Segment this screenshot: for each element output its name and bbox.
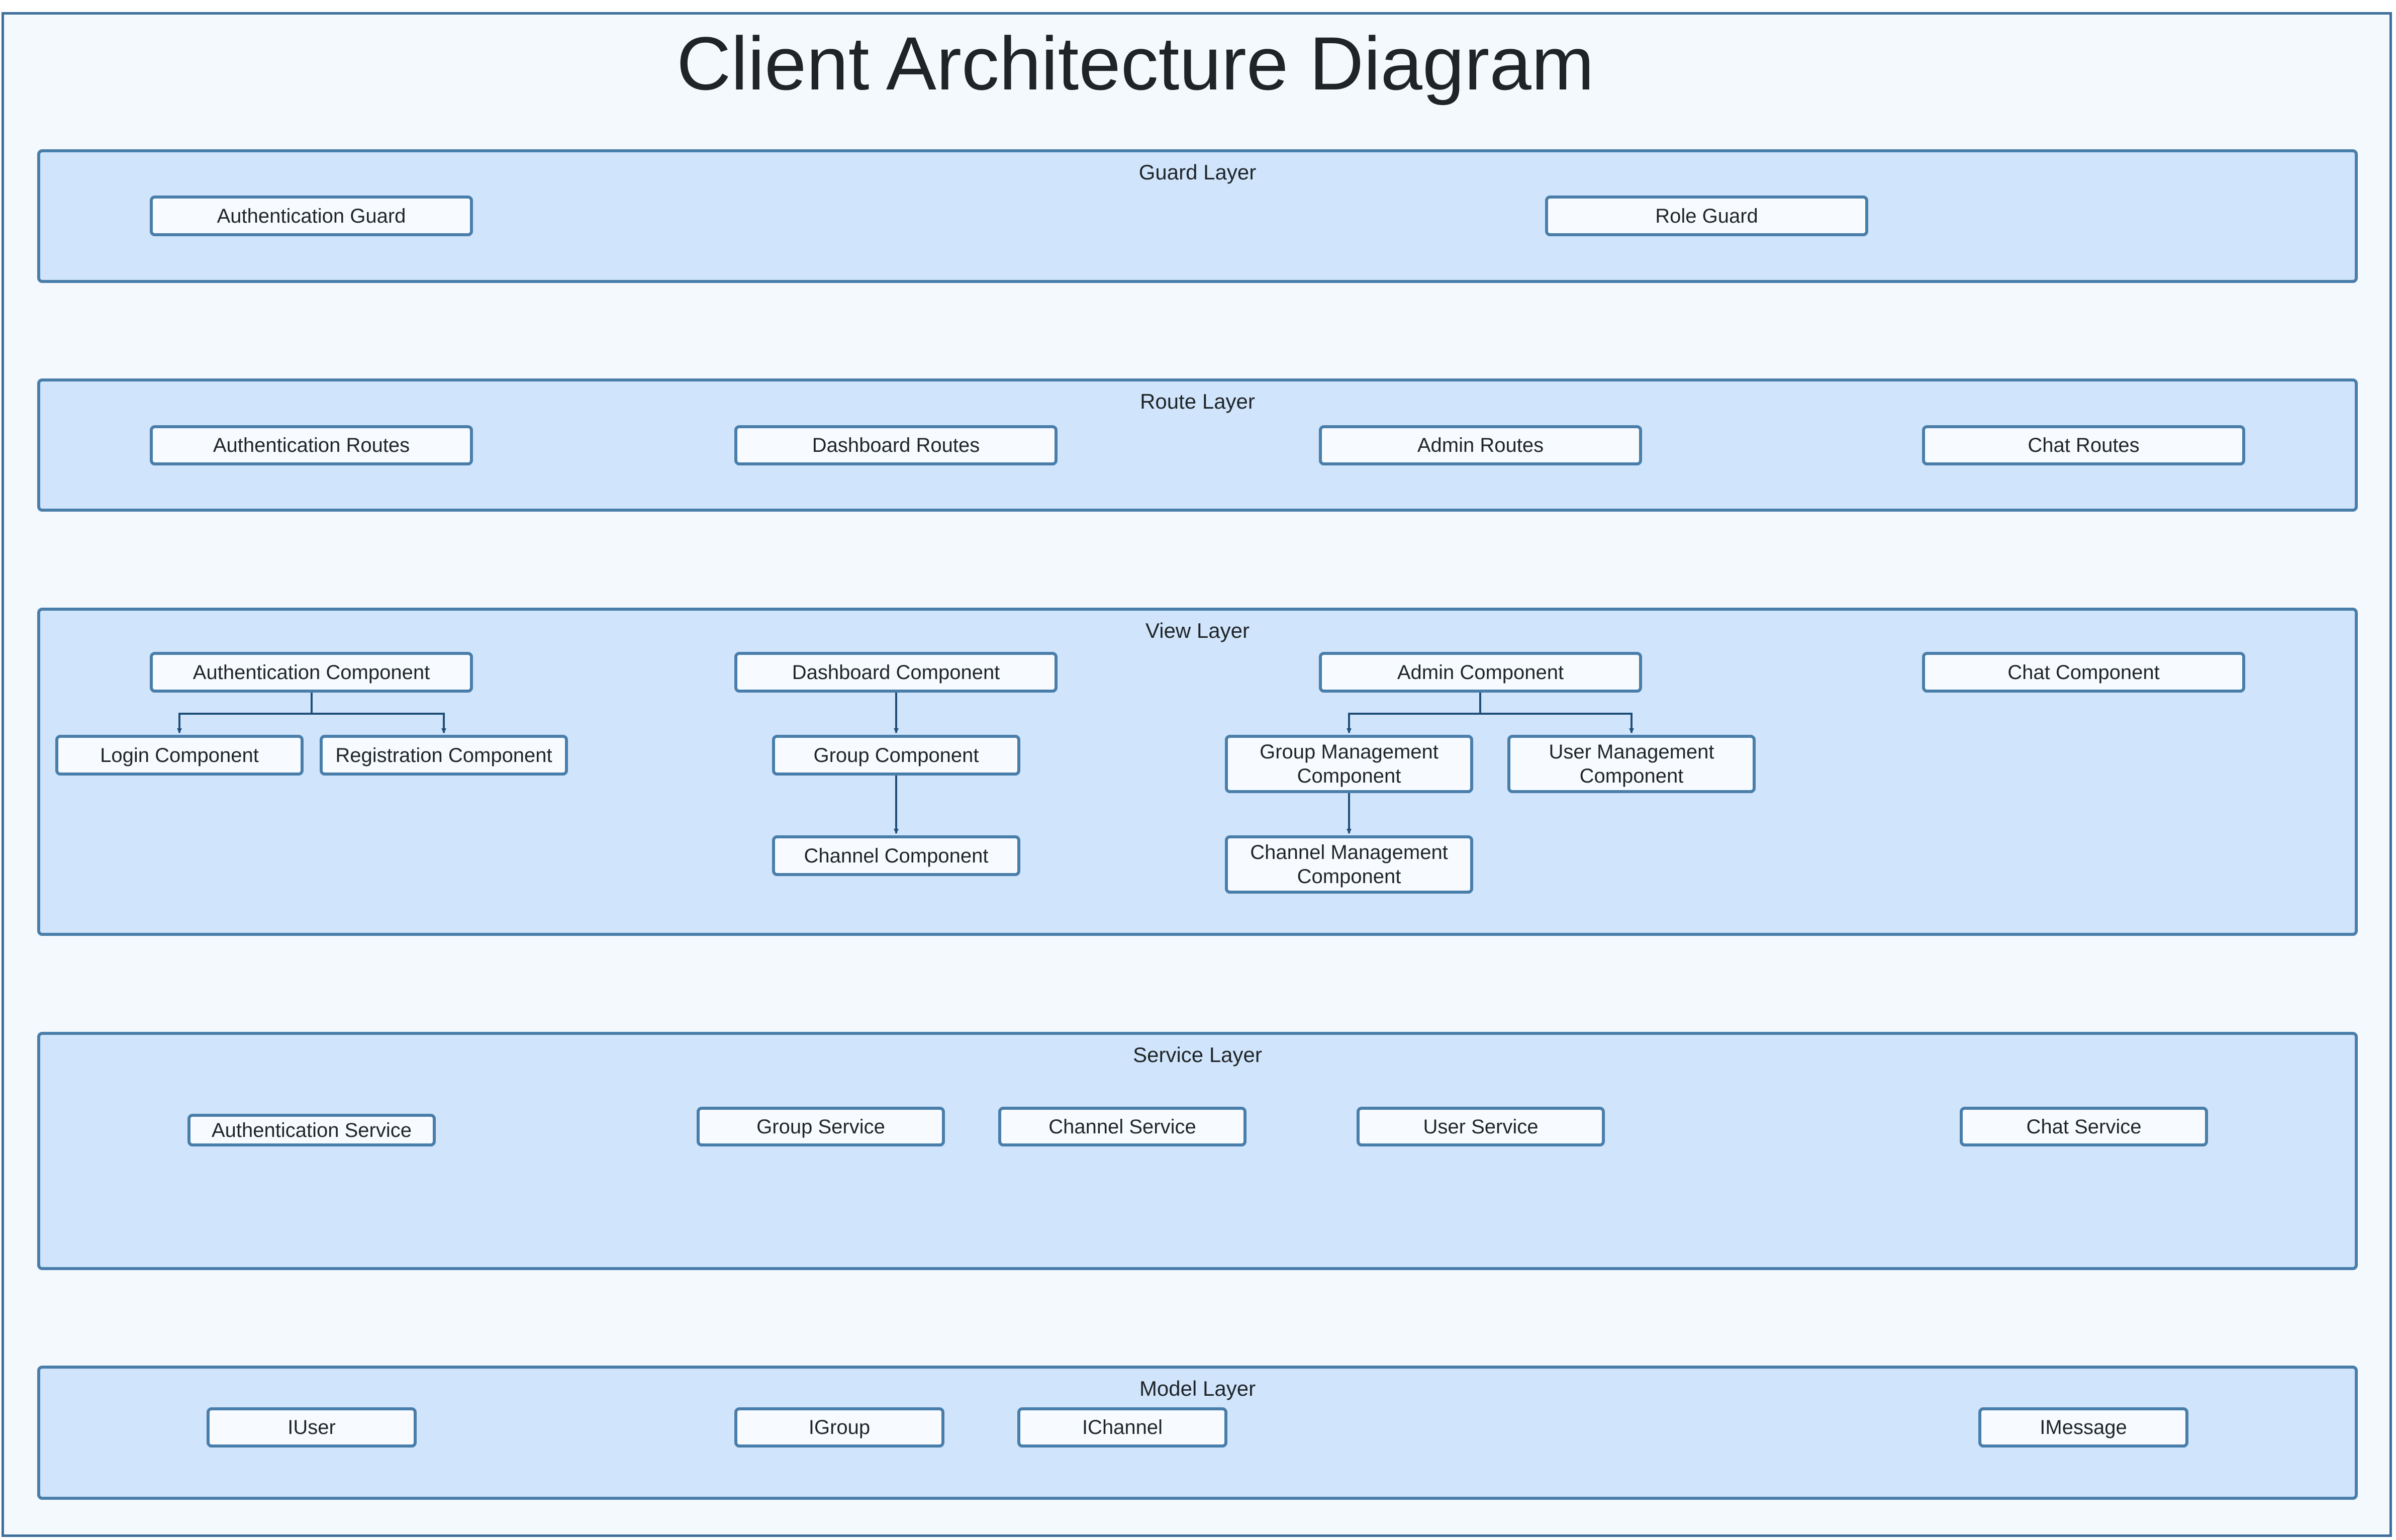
admin-routes-node: Admin Routes (1319, 425, 1642, 465)
imessage-node: IMessage (1978, 1407, 2188, 1448)
authentication-guard-node: Authentication Guard (150, 196, 473, 236)
user-service-node: User Service (1357, 1107, 1605, 1146)
chat-service-node: Chat Service (1960, 1107, 2208, 1146)
login-component-node: Login Component (55, 735, 304, 776)
dashboard-component-node: Dashboard Component (734, 652, 1058, 693)
authentication-routes-node: Authentication Routes (150, 425, 473, 465)
ichannel-node: IChannel (1017, 1407, 1227, 1448)
diagram-title: Client Architecture Diagram (677, 21, 1594, 106)
authentication-service-node: Authentication Service (187, 1114, 436, 1146)
model-layer: Model Layer (37, 1366, 2358, 1500)
route-layer-label: Route Layer (1140, 390, 1255, 413)
igroup-node: IGroup (734, 1407, 944, 1448)
admin-component-node: Admin Component (1319, 652, 1642, 693)
chat-component-node: Chat Component (1922, 652, 2245, 693)
channel-component-node: Channel Component (772, 835, 1020, 876)
role-guard-node: Role Guard (1545, 196, 1868, 236)
guard-layer-label: Guard Layer (1138, 160, 1257, 184)
service-layer: Service Layer (37, 1032, 2358, 1270)
model-layer-label: Model Layer (1139, 1377, 1256, 1400)
channel-service-node: Channel Service (998, 1107, 1247, 1146)
service-layer-label: Service Layer (1133, 1043, 1262, 1067)
group-service-node: Group Service (697, 1107, 945, 1146)
registration-component-node: Registration Component (320, 735, 568, 776)
channel-management-component-node: Channel Management Component (1225, 835, 1473, 894)
authentication-component-node: Authentication Component (150, 652, 473, 693)
group-component-node: Group Component (772, 735, 1020, 776)
user-management-component-node: User Management Component (1507, 735, 1756, 793)
dashboard-routes-node: Dashboard Routes (734, 425, 1058, 465)
view-layer-label: View Layer (1145, 619, 1250, 642)
chat-routes-node: Chat Routes (1922, 425, 2245, 465)
group-management-component-node: Group Management Component (1225, 735, 1473, 793)
iuser-node: IUser (207, 1407, 417, 1448)
